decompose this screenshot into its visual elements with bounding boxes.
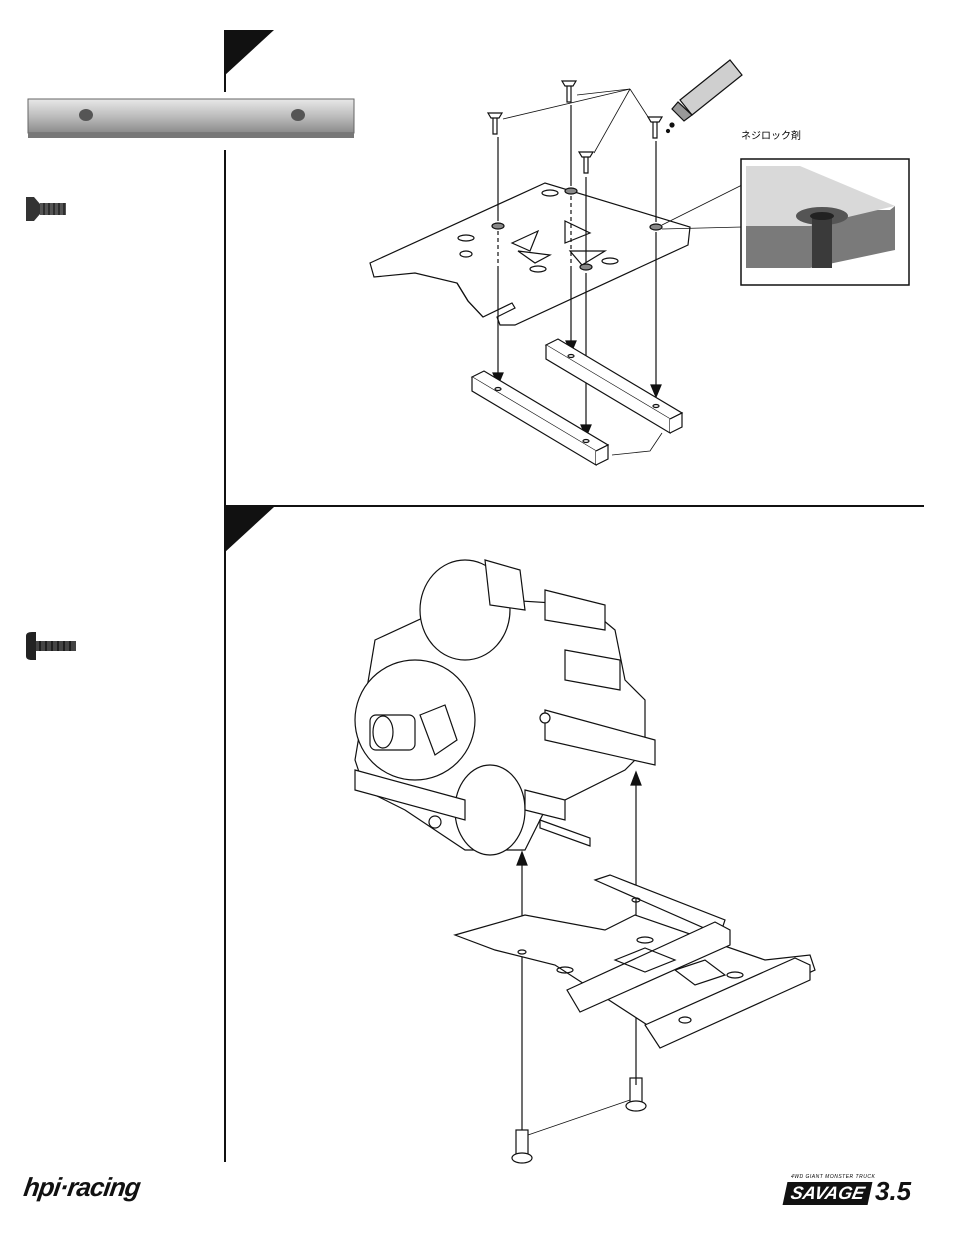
aluminum-bar-icon (24, 95, 359, 145)
step-marker-icon (224, 507, 276, 555)
product-tagline: 4WD GIANT MONSTER TRUCK (791, 1174, 875, 1180)
threadlock-label: ネジロック剤 (741, 127, 801, 142)
transmission-mount-diagram (345, 550, 825, 1170)
button-screw-icon (24, 632, 80, 662)
flathead-screw-icon (24, 195, 70, 225)
product-version: 3.5 (875, 1176, 911, 1207)
product-name: SAVAGE (783, 1182, 873, 1205)
threadlock-tube-icon (667, 60, 743, 133)
column-divider-top (224, 30, 226, 92)
step-marker-icon (224, 30, 276, 78)
screw-group (488, 81, 662, 173)
brand-logo: hpi·racing (22, 1172, 142, 1203)
product-logo: 4WD GIANT MONSTER TRUCK SAVAGE 3.5 (783, 1174, 925, 1208)
countersink-detail-icon (740, 158, 912, 288)
column-divider (224, 150, 226, 1162)
section-divider (224, 505, 924, 507)
bottom-screws (512, 1078, 646, 1163)
